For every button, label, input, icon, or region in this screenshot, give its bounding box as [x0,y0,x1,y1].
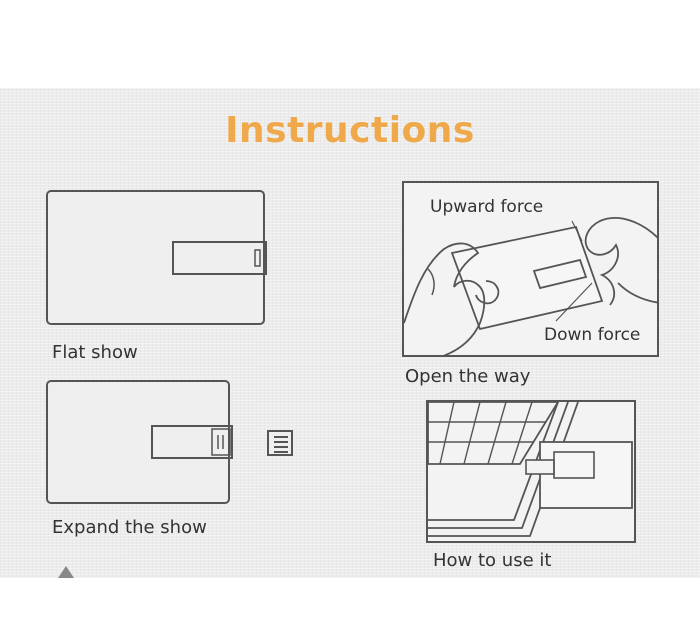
hands-opening-card [404,217,657,355]
label-upward-force: Upward force [430,197,544,217]
usb-latch [254,249,261,267]
corner-triangle-icon [58,566,74,578]
caption-expand-show: Expand the show [52,517,207,538]
label-down-force: Down force [544,325,641,345]
caption-flat-show: Flat show [52,342,138,363]
caption-open-way: Open the way [405,366,531,387]
page-title: Instructions [225,110,475,151]
expand-card-drawing [151,425,293,459]
usb-slot [172,241,267,275]
usb-slot-open [151,425,233,459]
flat-card-illustration [46,190,267,325]
open-way-illustration: Upward force Down force [402,181,659,357]
expand-card-illustration [46,380,293,504]
laptop-usb-drawing [428,402,633,537]
usb-body [211,428,231,456]
flat-card-drawing [172,241,267,275]
how-to-use-illustration [426,400,636,543]
caption-how-to-use: How to use it [433,550,552,571]
